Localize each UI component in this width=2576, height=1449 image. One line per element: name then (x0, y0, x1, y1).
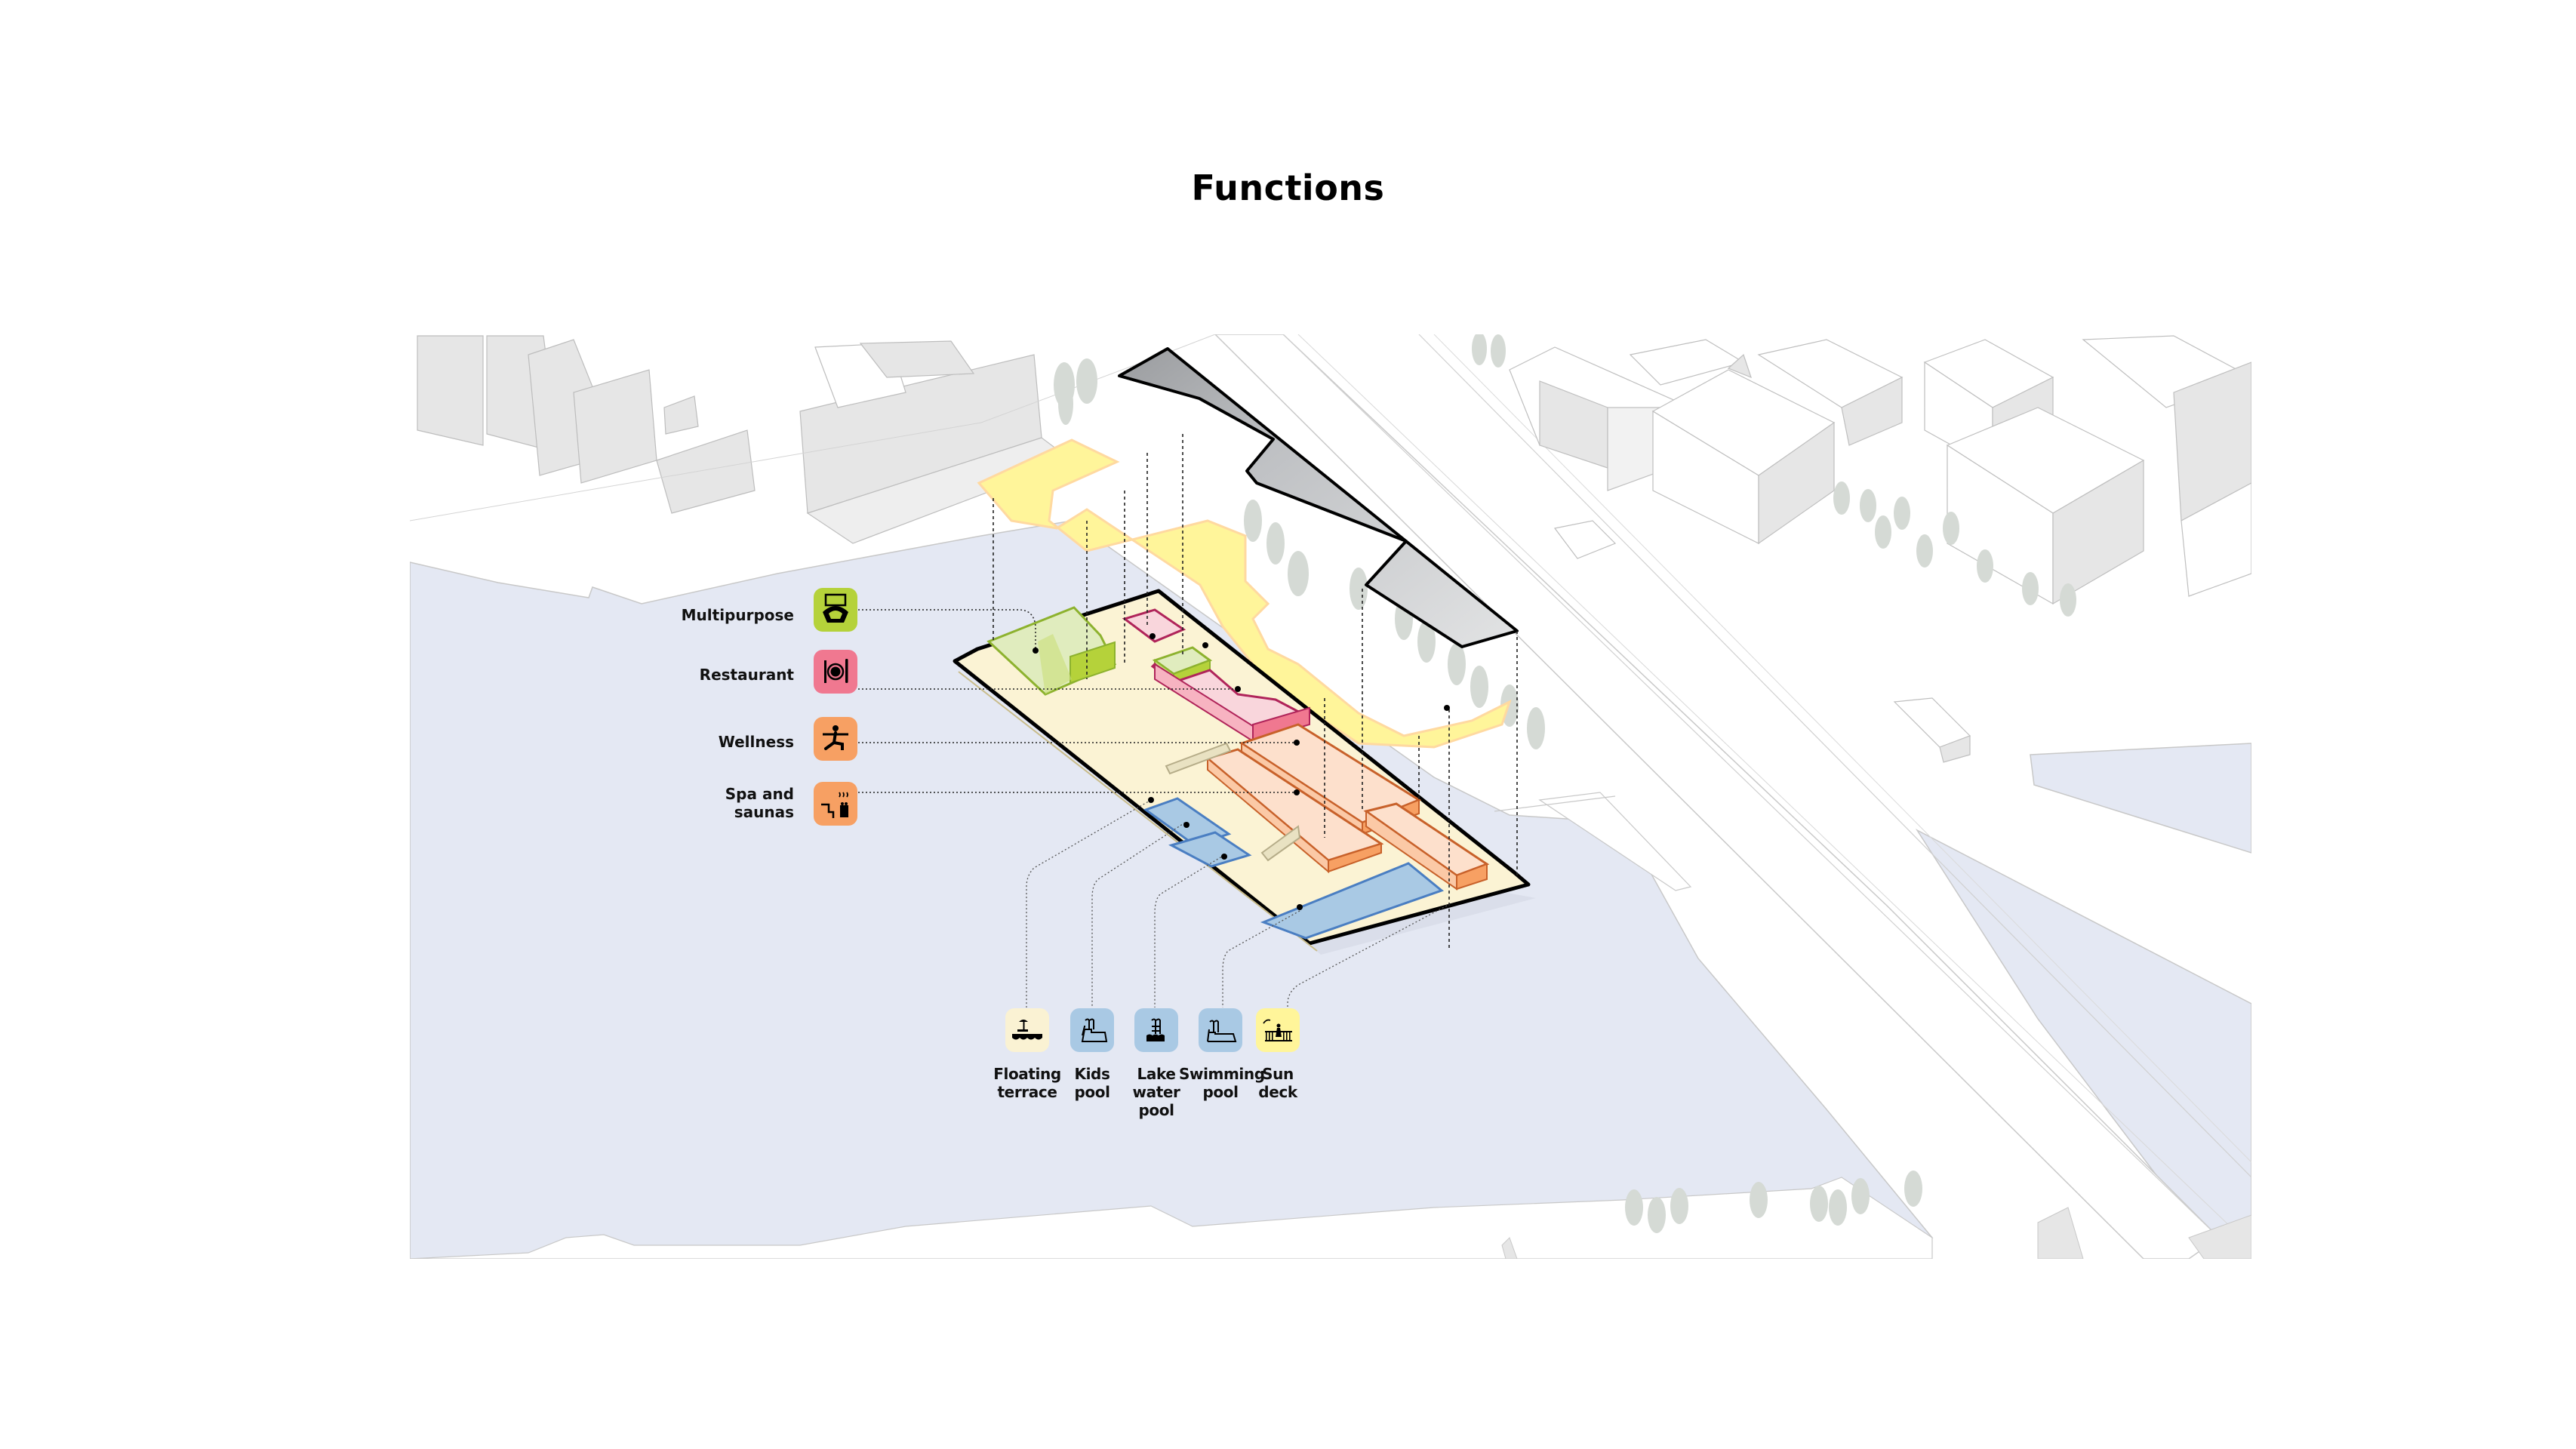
leader-lines-left (858, 609, 1298, 793)
upper-building-roof (1118, 347, 1519, 648)
projection-lines (993, 434, 1518, 951)
conference-table-icon (814, 588, 857, 632)
yoga-pose-icon (814, 717, 857, 761)
south-shore (410, 1177, 1933, 1259)
floating-terrace-icon (1005, 1008, 1049, 1052)
restaurant-volume (1122, 608, 1186, 643)
trees (1054, 334, 2076, 1233)
kids-pool-icon (1070, 1008, 1114, 1052)
canal-2 (1915, 829, 2251, 1259)
lake-water-pool (1168, 831, 1252, 868)
sun-deck-floor (977, 438, 1512, 749)
page-title: Functions (1191, 168, 1385, 208)
context-buildings-left (417, 335, 1073, 544)
canal (2030, 743, 2251, 854)
swimming-pool (1260, 862, 1445, 940)
sun-deck-icon (1256, 1008, 1300, 1052)
legend-label-restaurant: Restaurant (699, 666, 794, 684)
legend-label-spa: Spa and saunas (725, 785, 794, 821)
legend-label-wellness: Wellness (718, 733, 794, 751)
leader-lines-bottom (1026, 799, 1448, 1008)
context-buildings-right (1509, 335, 2251, 763)
site-map (410, 334, 2251, 1259)
swimming-pool-icon (1199, 1008, 1242, 1052)
stairs (1165, 742, 1301, 862)
lake-pool-icon (1134, 1008, 1178, 1052)
anchor-dots (1033, 633, 1450, 910)
sauna-steam-icon (814, 782, 857, 826)
plate-cutlery-icon (814, 650, 857, 694)
legend-label-multipurpose: Multipurpose (681, 606, 794, 624)
pier (1538, 792, 1692, 891)
